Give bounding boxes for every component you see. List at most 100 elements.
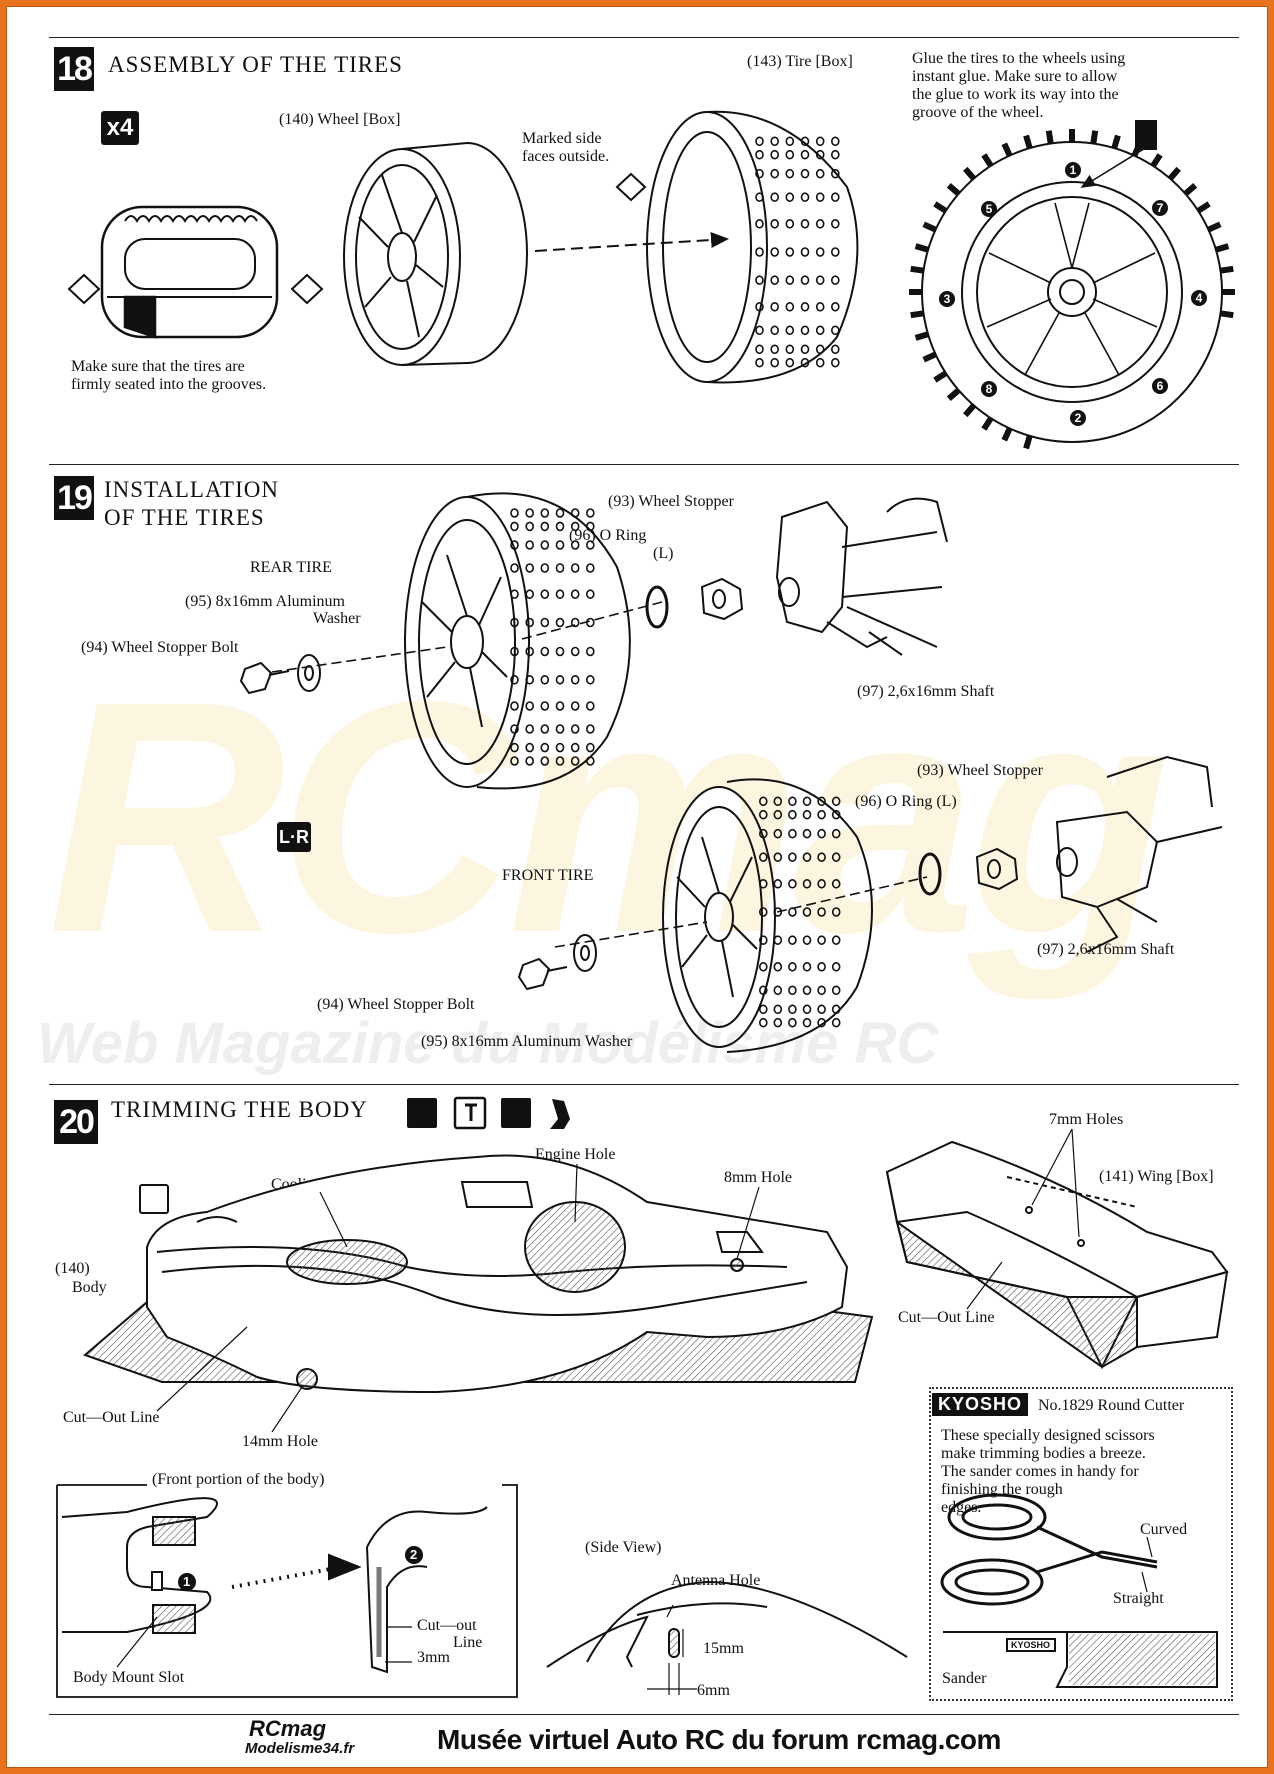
marked-side-note: Marked side faces outside.: [522, 130, 610, 165]
body-label-name: Body: [72, 1279, 107, 1296]
left-right-badge: L·R: [277, 822, 311, 852]
front-portion-panel: [56, 1484, 518, 1698]
dim-3mm-label: 3mm: [417, 1649, 450, 1666]
glue-number-5: 5: [981, 201, 997, 217]
side-view-drawing: [546, 1580, 908, 1695]
step-19-title: INSTALLATION OF THE TIRES: [104, 477, 279, 530]
step-18-title: ASSEMBLY OF THE TIRES: [108, 52, 403, 77]
instruction-illustrations: [56, 110, 1235, 1698]
tire-drawing: [646, 110, 859, 384]
top-rule: [49, 37, 1239, 38]
front-shaft-label: (97) 2,6x16mm Shaft: [1037, 941, 1175, 958]
front-o-ring-label: (96) O Ring (L): [855, 793, 957, 810]
sander-label: Sander: [942, 1670, 987, 1687]
front-tire-label: FRONT TIRE: [502, 867, 594, 884]
front-o-ring: [918, 852, 942, 896]
front-wheel-stopper: [975, 847, 1019, 891]
divider-18-19: [49, 464, 1239, 465]
rear-washer-label-2: Washer: [313, 610, 361, 627]
side-view-label: (Side View): [585, 1539, 662, 1556]
tire-studs: [755, 136, 840, 368]
cut-out-line-label: Cut—Out Line: [63, 1409, 160, 1426]
glue-number-1: 1: [1065, 162, 1081, 178]
hole-14mm-label: 14mm Hole: [242, 1433, 318, 1450]
body-leader-lines: [156, 1163, 760, 1433]
wing-cut-out-label: Cut—Out Line: [898, 1309, 995, 1326]
wheel-label: (140) Wheel [Box]: [279, 111, 401, 128]
front-portion-step-2: 2: [410, 1547, 418, 1562]
rear-wheel-stopper-label: (93) Wheel Stopper: [608, 493, 734, 510]
rear-o-ring-side: (L): [653, 545, 674, 562]
body-label-number: (140): [55, 1260, 90, 1277]
front-tire-studs: [758, 796, 841, 1028]
hole-8mm-label: 8mm Hole: [724, 1169, 792, 1186]
curved-label: Curved: [1140, 1521, 1188, 1538]
footer-logo-bottom: Modelisme34.fr: [245, 1740, 355, 1757]
rear-tire-drawing: [404, 492, 631, 790]
rear-o-ring-label: (96) O Ring: [569, 527, 647, 544]
step-20-number: 20: [54, 1100, 98, 1144]
tire-label: (143) Tire [Box]: [747, 53, 853, 70]
front-portion-label: (Front portion of the body): [152, 1471, 325, 1488]
glue-bottle-icon: [1135, 120, 1157, 150]
sander-brand: KYOSHO: [1011, 1640, 1051, 1650]
seat-note: Make sure that the tires are firmly seat…: [71, 358, 267, 393]
rear-o-ring: [645, 585, 669, 629]
tire-tread-teeth: [909, 129, 1235, 450]
wheel-drawing: [343, 141, 528, 366]
rear-tire-label: REAR TIRE: [250, 559, 332, 576]
rear-wheel-stopper: [700, 577, 744, 621]
manual-page: RCmag Web Magazine du Modélisme RC 18 AS…: [6, 6, 1268, 1768]
glue-number-2: 2: [1070, 410, 1086, 426]
rear-shaft: [868, 631, 903, 656]
sander-icon: [501, 1098, 531, 1128]
front-hub-carrier: [1055, 755, 1223, 953]
rear-hub-carrier: [775, 497, 948, 649]
footer-text: Musée virtuel Auto RC du forum rcmag.com: [437, 1724, 1001, 1755]
rear-washer-label-1: (95) 8x16mm Aluminum: [185, 593, 345, 610]
front-portion-step-1: 1: [183, 1574, 191, 1589]
footer-logo-top: RCmag: [249, 1716, 327, 1741]
dim-15mm-label: 15mm: [703, 1640, 744, 1657]
front-bolt: [517, 957, 568, 991]
rear-bolt-label: (94) Wheel Stopper Bolt: [81, 639, 239, 656]
holes-7mm-label: 7mm Holes: [1049, 1111, 1124, 1128]
straight-label: Straight: [1113, 1590, 1164, 1607]
knife-icon: [453, 1096, 487, 1130]
glue-number-4: 4: [1191, 290, 1207, 306]
front-bolt-label: (94) Wheel Stopper Bolt: [317, 996, 475, 1013]
dim-6mm-label: 6mm: [697, 1682, 730, 1699]
divider-19-20: [49, 1084, 1239, 1085]
kyosho-brand: KYOSHO: [932, 1393, 1029, 1416]
car-body-drawing: [83, 1154, 874, 1394]
tool-icons: [139, 1096, 570, 1214]
mask-icon: [139, 1184, 169, 1214]
wing-label: (141) Wing [Box]: [1099, 1168, 1214, 1185]
scissors-icon: [407, 1098, 437, 1128]
front-portion-step-markers: [178, 1546, 423, 1591]
wing-drawing: [885, 1128, 1229, 1370]
rear-washer: [297, 654, 321, 692]
engine-hole-label: Engine Hole: [535, 1146, 616, 1163]
glue-number-6: 6: [1152, 378, 1168, 394]
step-18-number: 18: [54, 47, 94, 91]
step-20-title: TRIMMING THE BODY: [111, 1097, 368, 1122]
sander-tool: [943, 1631, 1218, 1688]
cut-out-label-a: Cut—out: [417, 1617, 477, 1634]
front-washer-label: (95) 8x16mm Aluminum Washer: [421, 1033, 633, 1050]
glue-note: Glue the tires to the wheels using insta…: [912, 50, 1126, 121]
front-tire-drawing: [662, 778, 873, 1053]
rear-shaft-label: (97) 2,6x16mm Shaft: [857, 683, 995, 700]
round-cutter-scissors: [940, 1493, 1158, 1606]
bottom-rule: [49, 1714, 1239, 1715]
front-shaft: [1116, 898, 1158, 923]
rear-tire-studs: [510, 508, 595, 766]
body-mount-slot-label: Body Mount Slot: [73, 1669, 185, 1686]
glue-number-8: 8: [981, 381, 997, 397]
glue-order-wheel: [921, 141, 1223, 443]
kyosho-description: These specially designed scissors make t…: [941, 1427, 1155, 1516]
hand-icon: [550, 1099, 570, 1129]
tire-cross-section: [67, 205, 324, 339]
front-washer: [573, 934, 597, 972]
kyosho-product: No.1829 Round Cutter: [1038, 1397, 1185, 1414]
